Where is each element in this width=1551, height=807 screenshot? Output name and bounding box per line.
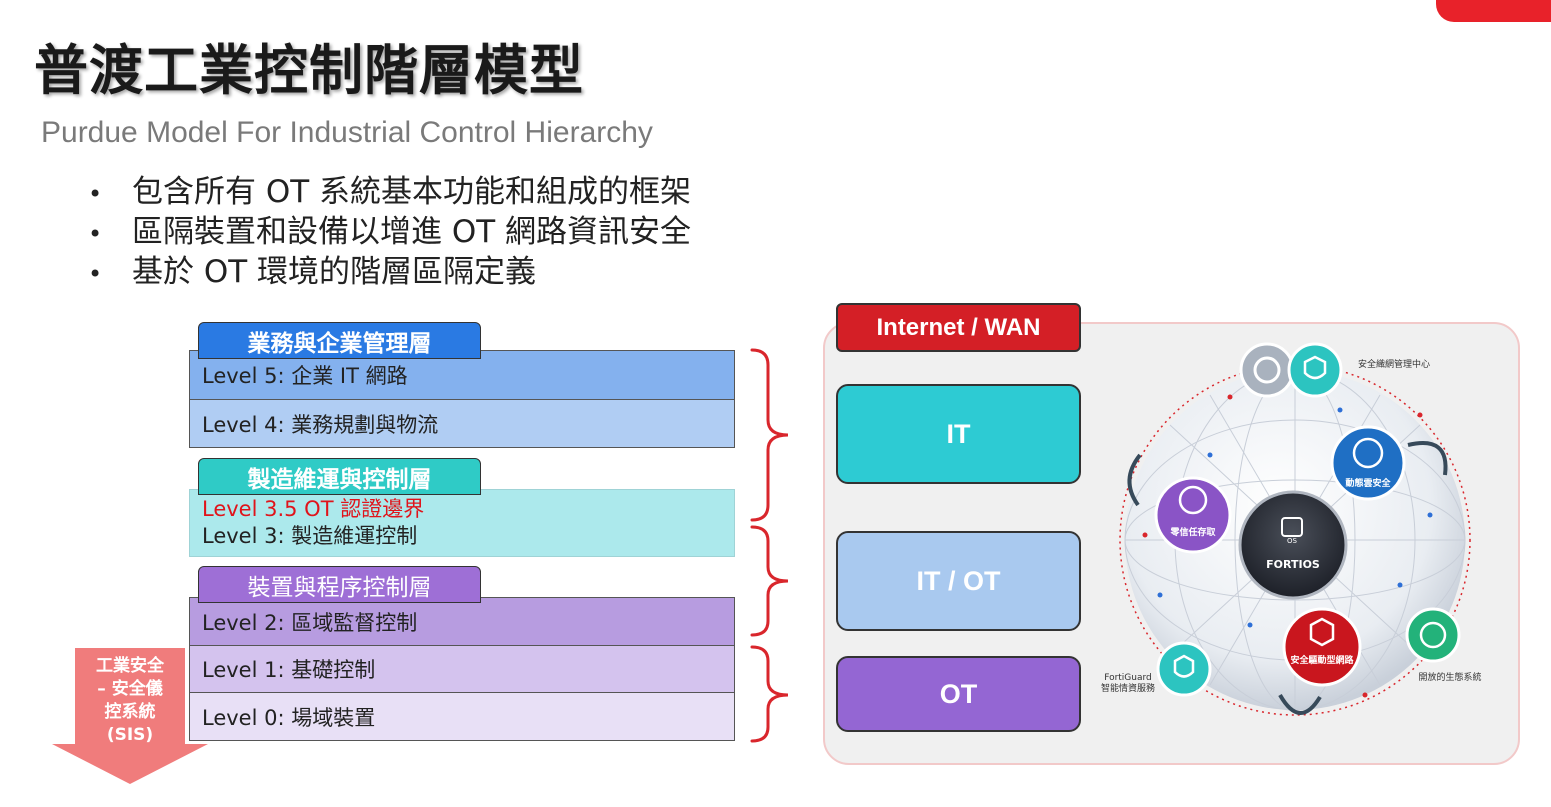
sis-line: 工業安全 [96,656,164,676]
globe-red-nodes [1142,394,1423,698]
bullet-text: 區隔裝置和設備以增進 OT 網路資訊安全 [132,214,692,250]
bracket-it [750,348,789,522]
level-5-label: Level 5: 企業 IT 網路 [202,364,408,388]
it-zone-box: IT [836,384,1081,484]
dynamic-cloud-label: 動態雲安全 [1345,477,1391,489]
globe-dotted-ring [1119,364,1471,716]
sis-line: – 安全儀 [97,679,163,699]
fortios-os-label: OS [1287,537,1298,545]
level-3-label: Level 3: 製造維運控制 [202,524,418,548]
level-4-label: Level 4: 業務規劃與物流 [202,412,439,437]
sis-label: 工業安全 – 安全儀 控系統 (SIS) [82,655,178,747]
bullet-dot-icon: • [88,260,103,288]
ot-zone-box: OT [836,656,1081,732]
security-driven-network-label: 安全驅動型網路 [1290,654,1354,666]
sis-down-arrow-icon [52,648,208,784]
level-3-5-label: Level 3.5 OT 認證邊界 [202,497,425,521]
security-driven-network-icon [1282,607,1362,687]
device-layer-tag: 裝置與程序控制層 [198,566,481,603]
fortiguard-label: FortiGuard [1104,673,1152,683]
fortios-globe-diagram: OS FORTIOS 安全織網管理中心 動態雲安全 零信任存取 安全驅動型網路 … [1101,342,1482,716]
fabric-management-label: 安全織網管理中心 [1358,358,1430,370]
fabric-management-icon [1239,342,1343,398]
level-2-row: Level 2: 區域監督控制 [189,597,735,646]
bracket-itot [750,525,789,637]
page-title: 普渡工業控制階層模型 [34,39,584,102]
manufacturing-layer-tag: 製造維運與控制層 [198,458,481,495]
open-ecosystem-label: 開放的生態系統 [1418,671,1481,683]
bullet-dot-icon: • [88,180,103,208]
level-0-label: Level 0: 場域裝置 [202,705,376,730]
fortios-core-label: FORTIOS [1266,558,1320,571]
page-subtitle: Purdue Model For Industrial Control Hier… [41,116,653,149]
fortios-core-icon: OS FORTIOS [1238,490,1348,600]
level-0-row: Level 0: 場域裝置 [189,692,735,741]
bullet-dot-icon: • [88,220,103,248]
level-1-label: Level 1: 基礎控制 [202,658,376,682]
bullet-item: • 基於 OT 環境的階層區隔定義 [88,252,691,292]
bracket-ot [750,645,789,743]
level-4-row: Level 4: 業務規劃與物流 [189,399,735,448]
open-ecosystem-icon [1405,607,1461,663]
zero-trust-label: 零信任存取 [1169,526,1216,538]
bullet-item: • 區隔裝置和設備以增進 OT 網路資訊安全 [88,212,691,252]
globe-nodes [1157,407,1433,628]
sis-line: (SIS) [106,725,154,745]
it-ot-zone-box: IT / OT [836,531,1081,631]
level-3-row: Level 3.5 OT 認證邊界 Level 3: 製造維運控制 [189,489,735,557]
bullet-text: 包含所有 OT 系統基本功能和組成的框架 [132,174,692,210]
fortiguard-sub-label: 智能情資服務 [1101,682,1155,694]
internet-wan-box: Internet / WAN [836,303,1081,352]
level-2-label: Level 2: 區域監督控制 [202,610,418,635]
sis-line: 控系統 [104,702,156,722]
level-brackets [750,348,789,743]
zero-trust-access-icon [1154,476,1232,554]
bullet-text: 基於 OT 環境的階層區隔定義 [132,254,537,290]
bullet-item: • 包含所有 OT 系統基本功能和組成的框架 [88,172,691,212]
level-1-row: Level 1: 基礎控制 [189,645,735,693]
fortiguard-icon [1156,641,1212,697]
bullet-list: • 包含所有 OT 系統基本功能和組成的框架 • 區隔裝置和設備以增進 OT 網路資… [88,172,691,292]
dynamic-cloud-icon [1330,425,1406,501]
business-layer-tag: 業務與企業管理層 [198,322,481,359]
corner-accent-tab [1436,0,1551,22]
